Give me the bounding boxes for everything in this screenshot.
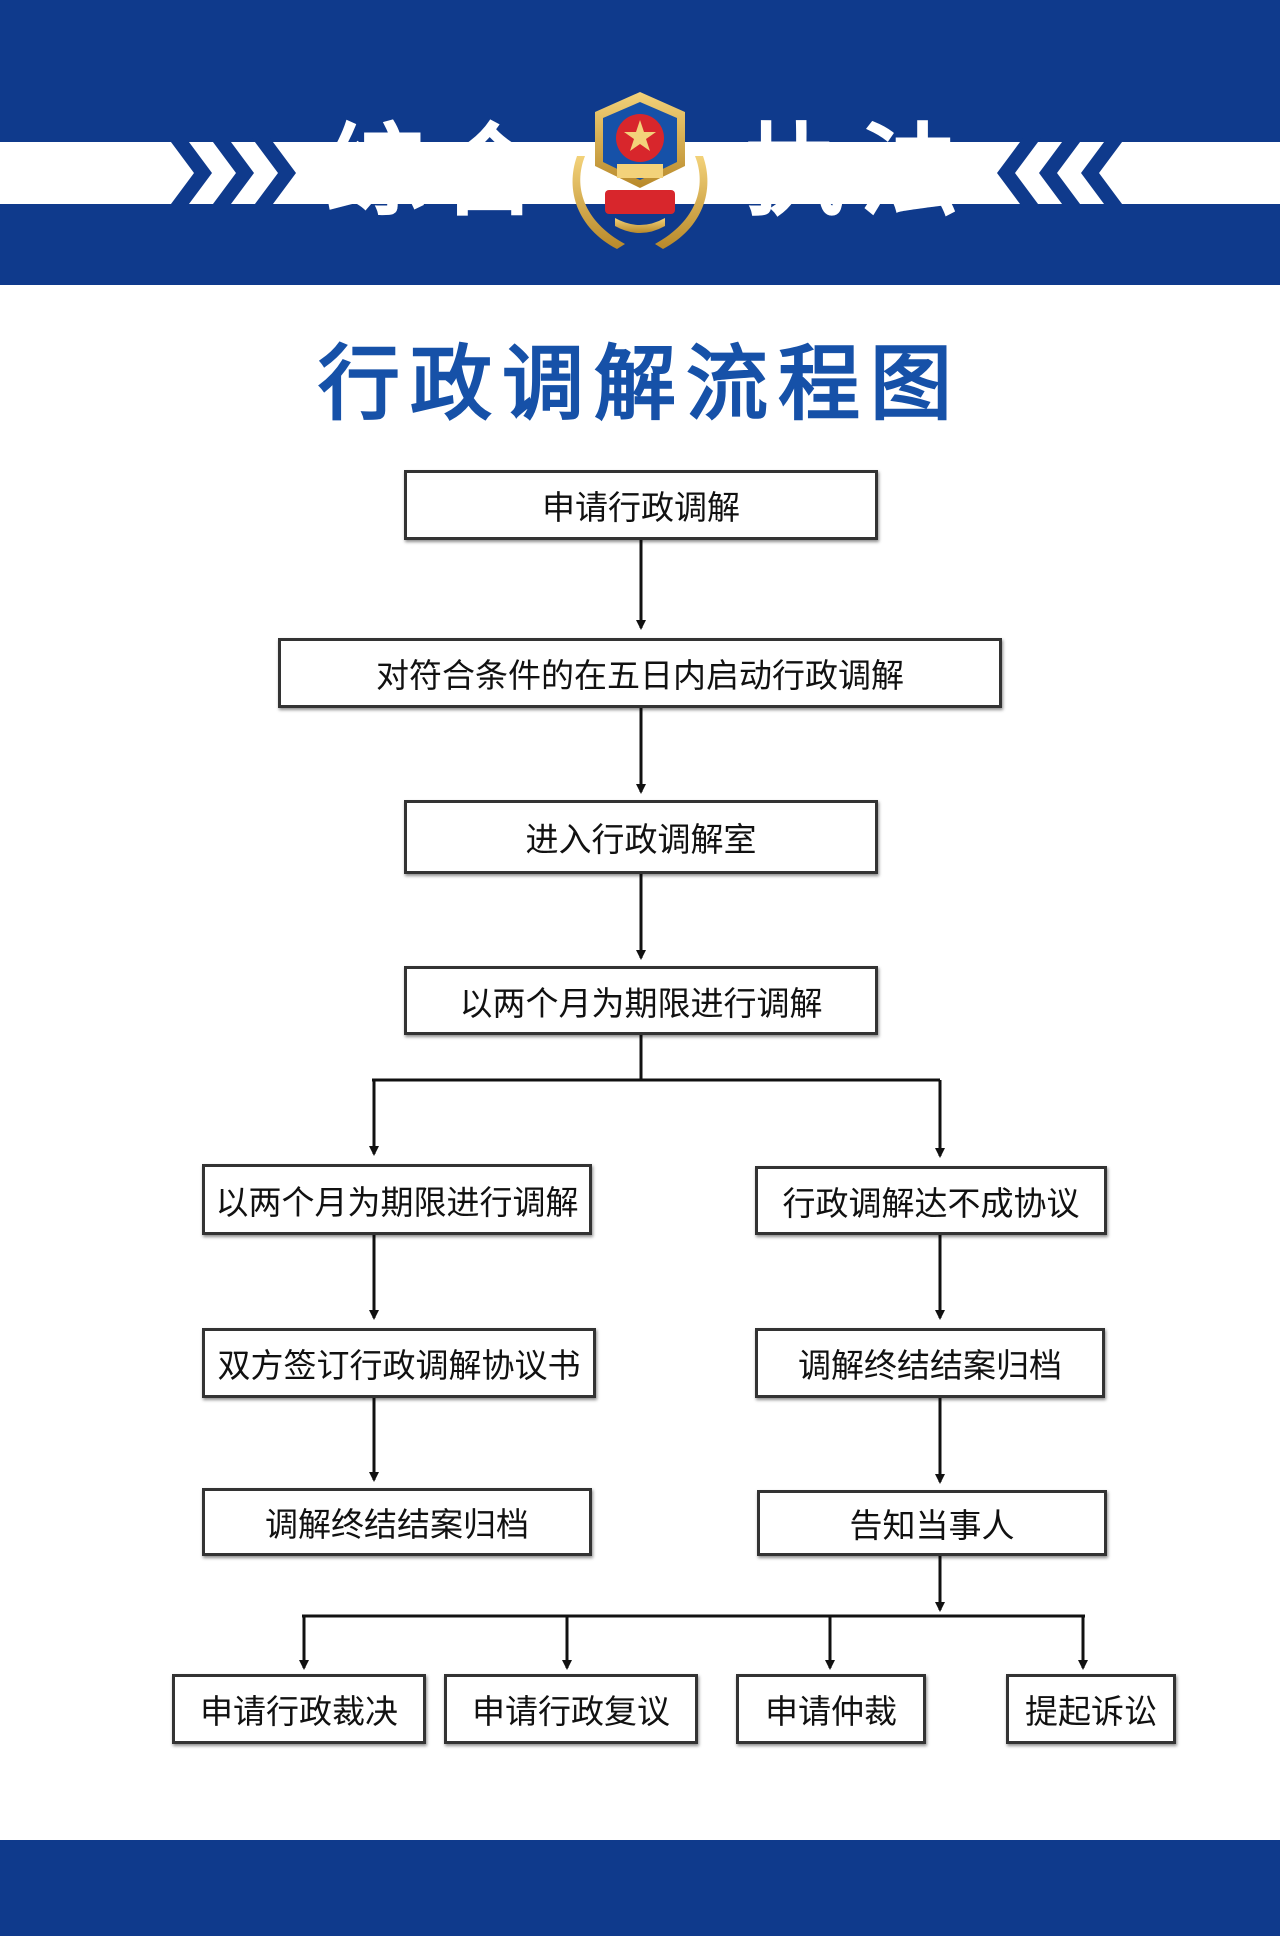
node-outcome-2: 申请行政复议 xyxy=(444,1674,698,1744)
header-right-word: 执法 xyxy=(745,113,973,230)
node-outcome-4: 提起诉讼 xyxy=(1006,1674,1176,1744)
node-outcome-3: 申请仲裁 xyxy=(736,1674,926,1744)
node-enter-room: 进入行政调解室 xyxy=(404,800,878,874)
page-title: 行政调解流程图 xyxy=(317,337,962,432)
chevron-left-icon xyxy=(997,138,1125,208)
node-left-step1: 以两个月为期限进行调解 xyxy=(202,1164,592,1235)
node-outcome-1: 申请行政裁决 xyxy=(172,1674,426,1744)
node-left-step2: 双方签订行政调解协议书 xyxy=(202,1328,596,1398)
node-right-step1: 行政调解达不成协议 xyxy=(755,1166,1107,1235)
header-left-word: 综合 xyxy=(325,113,553,230)
node-apply: 申请行政调解 xyxy=(404,470,878,540)
police-emblem-icon xyxy=(572,92,708,249)
chevron-right-icon xyxy=(168,138,296,208)
node-start-within-five-days: 对符合条件的在五日内启动行政调解 xyxy=(278,638,1002,708)
footer-band xyxy=(0,1840,1280,1936)
node-right-step2: 调解终结结案归档 xyxy=(755,1328,1105,1398)
node-two-month-limit: 以两个月为期限进行调解 xyxy=(404,966,878,1035)
node-left-step3: 调解终结结案归档 xyxy=(202,1488,592,1556)
node-right-step3: 告知当事人 xyxy=(757,1490,1107,1556)
